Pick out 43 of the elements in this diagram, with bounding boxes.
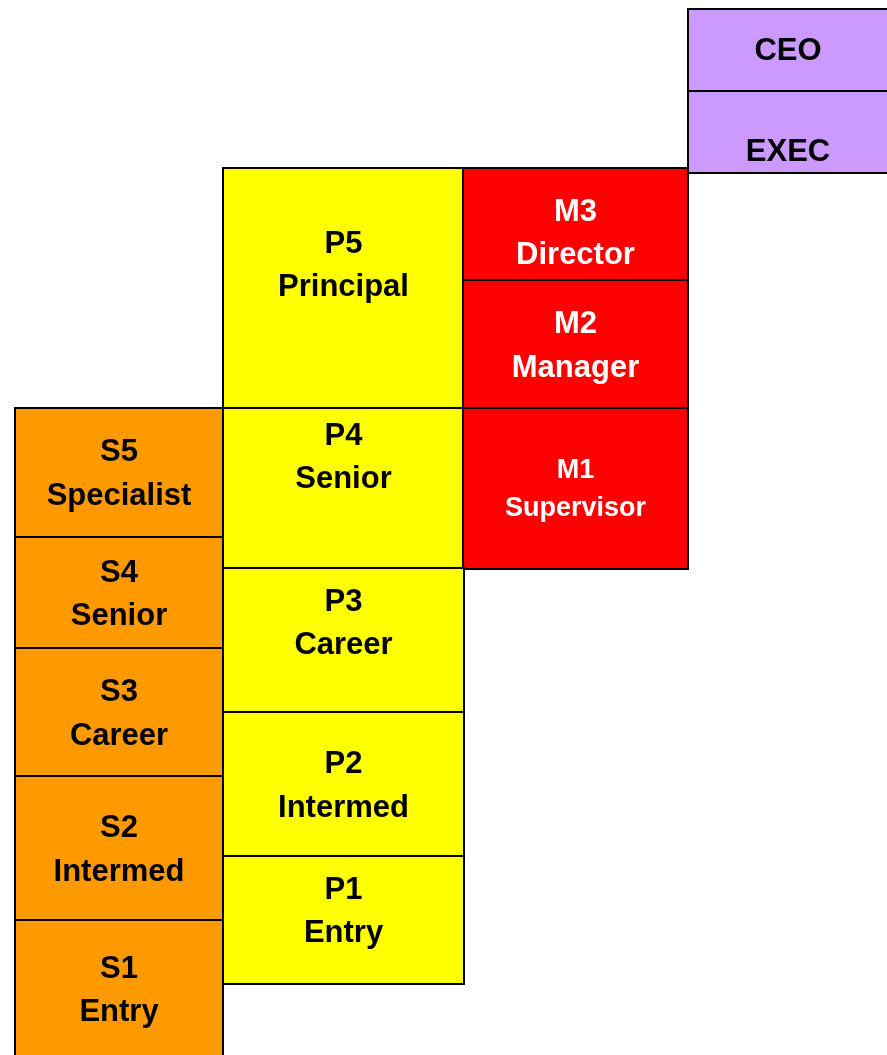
grade-title: Manager <box>511 347 640 386</box>
grade-code: S5 <box>100 432 138 471</box>
grade-box <box>222 711 465 858</box>
grade-box <box>14 536 224 650</box>
grade-code: S1 <box>100 948 138 987</box>
grade-box <box>14 775 224 922</box>
grade-box <box>222 407 465 570</box>
grade-title: Director <box>516 235 635 274</box>
grade-title: Specialist <box>46 475 192 514</box>
grade-code: M1 <box>556 452 595 486</box>
grade-title: Principal <box>278 267 409 306</box>
grade-code: S2 <box>100 808 138 847</box>
grade-title: Senior <box>70 596 168 634</box>
grade-title: Career <box>69 715 169 754</box>
grade-code: P1 <box>324 870 363 908</box>
grade-box <box>462 407 689 570</box>
grade-box <box>462 167 689 281</box>
grade-box <box>222 567 465 714</box>
grade-code: CEO <box>754 31 822 70</box>
grade-title: Entry <box>79 992 159 1030</box>
grade-box <box>687 90 887 174</box>
grade-box <box>14 919 224 1055</box>
grade-box <box>462 279 689 410</box>
grade-code: M2 <box>553 304 598 343</box>
grade-box <box>14 647 224 778</box>
grade-box <box>222 167 465 410</box>
grade-title: Career <box>294 625 393 664</box>
grade-code: P5 <box>324 224 363 262</box>
grade-code: P4 <box>324 416 363 454</box>
grade-code: S3 <box>100 672 138 711</box>
grade-code: EXEC <box>745 131 831 170</box>
grade-title: Entry <box>303 913 384 952</box>
grade-code: M3 <box>553 192 598 230</box>
grade-code: P2 <box>324 744 363 783</box>
grade-title: Supervisor <box>504 490 647 524</box>
grade-box <box>14 407 224 538</box>
grade-title: Intermed <box>53 851 185 890</box>
grade-title: Intermed <box>278 787 409 826</box>
grade-code: S4 <box>100 552 138 591</box>
grade-title: Senior <box>295 459 392 498</box>
grade-box <box>222 855 465 985</box>
grade-code: P3 <box>324 582 363 620</box>
grade-box <box>687 8 887 92</box>
